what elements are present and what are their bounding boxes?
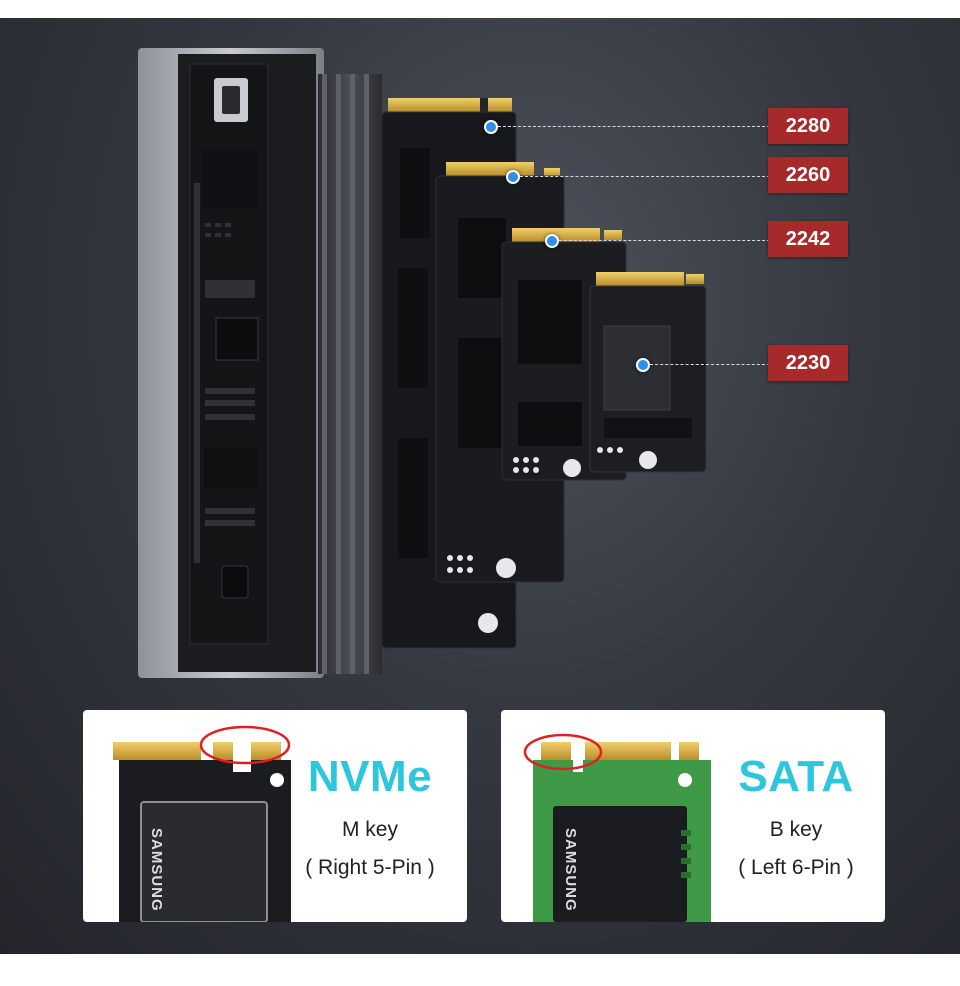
enclosure-illustration — [138, 48, 707, 678]
pointer-dot-2230 — [636, 358, 650, 372]
nvme-key-label: M key — [341, 818, 398, 841]
sata-key-label: B key — [769, 818, 823, 841]
size-badge-2280: 2280 — [768, 108, 848, 144]
sata-ssd-photo — [523, 733, 711, 922]
sata-card: SAMSUNG SATA B key ( Left 6-Pin ) — [501, 710, 885, 922]
nvme-notch-highlight — [199, 725, 291, 765]
pointer-line-2280 — [498, 126, 770, 127]
pointer-line-2242 — [559, 240, 770, 241]
size-badge-2260: 2260 — [768, 157, 848, 193]
pointer-dot-2242 — [545, 234, 559, 248]
heatsink — [318, 74, 382, 674]
nvme-brand-label: SAMSUNG — [148, 828, 165, 912]
nvme-title: NVMe — [307, 752, 433, 801]
pointer-line-2230 — [650, 364, 770, 365]
nvme-card: SAMSUNG NVMe M key ( Right 5-Pin ) — [83, 710, 467, 922]
sata-pin-label: ( Left 6-Pin ) — [738, 856, 854, 879]
enclosure-shell — [138, 48, 324, 678]
nvme-pin-label: ( Right 5-Pin ) — [305, 856, 435, 879]
size-badge-2242: 2242 — [768, 221, 848, 257]
size-badge-2230: 2230 — [768, 345, 848, 381]
sata-brand-label: SAMSUNG — [562, 828, 579, 912]
pointer-dot-2280 — [484, 120, 498, 134]
pointer-line-2260 — [520, 176, 770, 177]
ssd-2230 — [589, 272, 707, 473]
sata-title: SATA — [738, 752, 854, 801]
nvme-ssd-photo — [113, 725, 291, 922]
sata-notch-highlight — [523, 733, 603, 771]
pointer-dot-2260 — [506, 170, 520, 184]
